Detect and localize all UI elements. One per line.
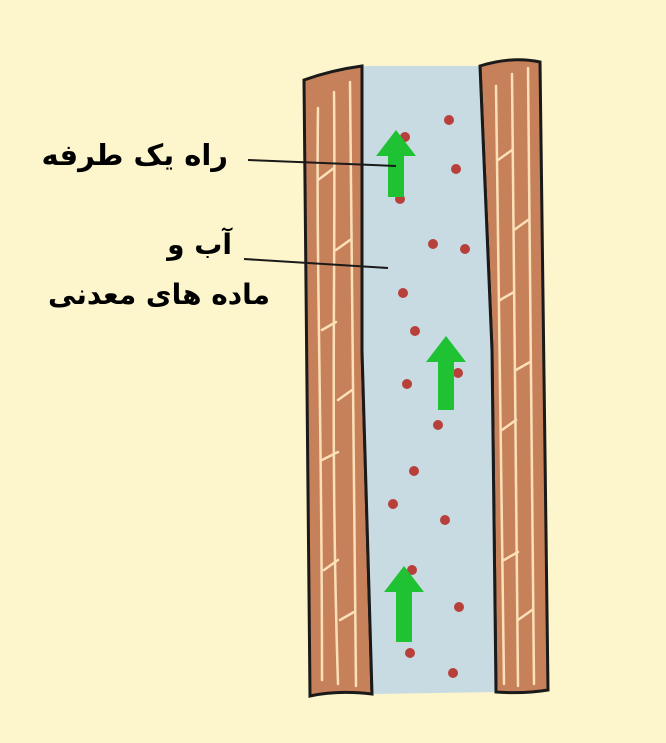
water-channel — [362, 66, 496, 694]
mineral-dot — [409, 466, 419, 476]
mineral-dot — [440, 515, 450, 525]
label-water-line2: ماده های معدنی — [8, 278, 270, 311]
mineral-dot — [454, 602, 464, 612]
mineral-dot — [405, 648, 415, 658]
mineral-dot — [388, 499, 398, 509]
mineral-dot — [398, 288, 408, 298]
mineral-dot — [410, 326, 420, 336]
mineral-dot — [451, 164, 461, 174]
label-one-way-path: راه یک طرفه — [12, 138, 228, 172]
mineral-dot — [428, 239, 438, 249]
mineral-dot — [453, 368, 463, 378]
mineral-dot — [460, 244, 470, 254]
mineral-dot — [402, 379, 412, 389]
mineral-dot — [444, 115, 454, 125]
mineral-dot — [433, 420, 443, 430]
label-water-line1: آب و — [130, 228, 232, 261]
mineral-dot — [448, 668, 458, 678]
